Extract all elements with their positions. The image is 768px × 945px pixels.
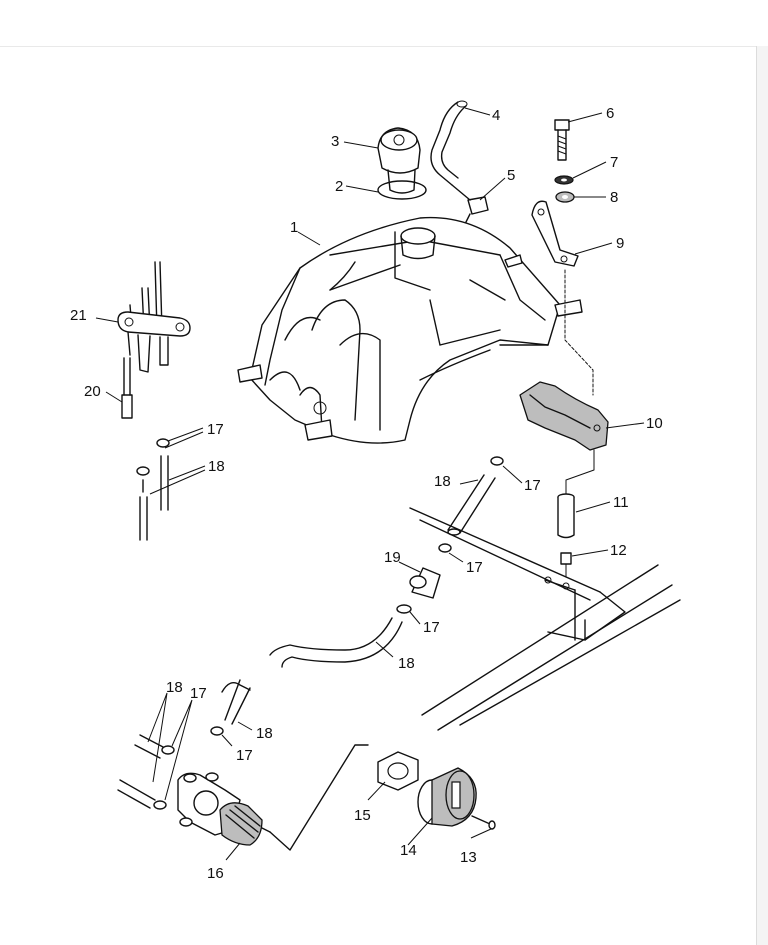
label-part-3: 3 [331, 133, 339, 150]
label-part-19: 19 [384, 549, 401, 566]
label-part-1: 1 [290, 219, 298, 236]
fuel-cap [377, 127, 421, 194]
top-margin [0, 0, 768, 47]
label-part-5: 5 [507, 167, 515, 184]
fuel-pump [177, 744, 369, 851]
callout-numbers: 1 2 3 4 5 6 7 8 9 10 11 12 13 14 15 16 1… [70, 105, 663, 882]
label-part-18-c: 18 [398, 655, 415, 672]
label-part-17-b: 17 [524, 477, 541, 494]
label-part-18-a: 18 [208, 458, 225, 475]
label-part-2: 2 [335, 178, 343, 195]
label-part-17-e: 17 [190, 685, 207, 702]
vent-hose [430, 100, 468, 186]
tank-pad [519, 381, 609, 451]
long-hose [269, 617, 403, 668]
label-part-17-f: 17 [236, 747, 253, 764]
callout-leaders [95, 107, 645, 861]
cap-screw [471, 815, 496, 830]
lock-washer [555, 191, 575, 203]
frame-rails [409, 507, 681, 731]
hex-nut [377, 751, 419, 791]
cover-cap [417, 767, 477, 827]
vent-fitting [451, 184, 489, 223]
fuel-pump-hoses [117, 679, 251, 810]
right-scrollbar [756, 46, 768, 945]
label-part-9: 9 [616, 235, 624, 252]
label-part-18-b: 18 [434, 473, 451, 490]
fuel-valve [117, 261, 191, 373]
label-part-17-a: 17 [207, 421, 224, 438]
label-part-11: 11 [613, 494, 629, 511]
screw [121, 357, 133, 419]
nut [560, 552, 572, 578]
label-part-20: 20 [84, 383, 101, 400]
label-part-13: 13 [460, 849, 477, 866]
filter-clamp [396, 604, 412, 614]
label-part-4: 4 [492, 107, 500, 124]
label-part-15: 15 [354, 807, 371, 824]
label-part-21: 21 [70, 307, 87, 324]
label-part-12: 12 [610, 542, 627, 559]
center-hose [447, 456, 504, 536]
label-part-10: 10 [646, 415, 663, 432]
spacer [557, 493, 575, 539]
label-part-18-d: 18 [166, 679, 183, 696]
fuel-filter [409, 543, 452, 599]
bolt [554, 119, 570, 161]
o-ring [377, 180, 427, 200]
label-part-7: 7 [610, 154, 618, 171]
label-part-8: 8 [610, 189, 618, 206]
mounting-bracket [531, 200, 579, 267]
washer [554, 175, 574, 185]
label-part-16: 16 [207, 865, 224, 882]
label-part-17-d: 17 [423, 619, 440, 636]
fuel-tank [237, 216, 583, 444]
label-part-14: 14 [400, 842, 417, 859]
label-part-17-c: 17 [466, 559, 483, 576]
left-hoses [136, 438, 170, 541]
label-part-18-e: 18 [256, 725, 273, 742]
label-part-6: 6 [606, 105, 614, 122]
